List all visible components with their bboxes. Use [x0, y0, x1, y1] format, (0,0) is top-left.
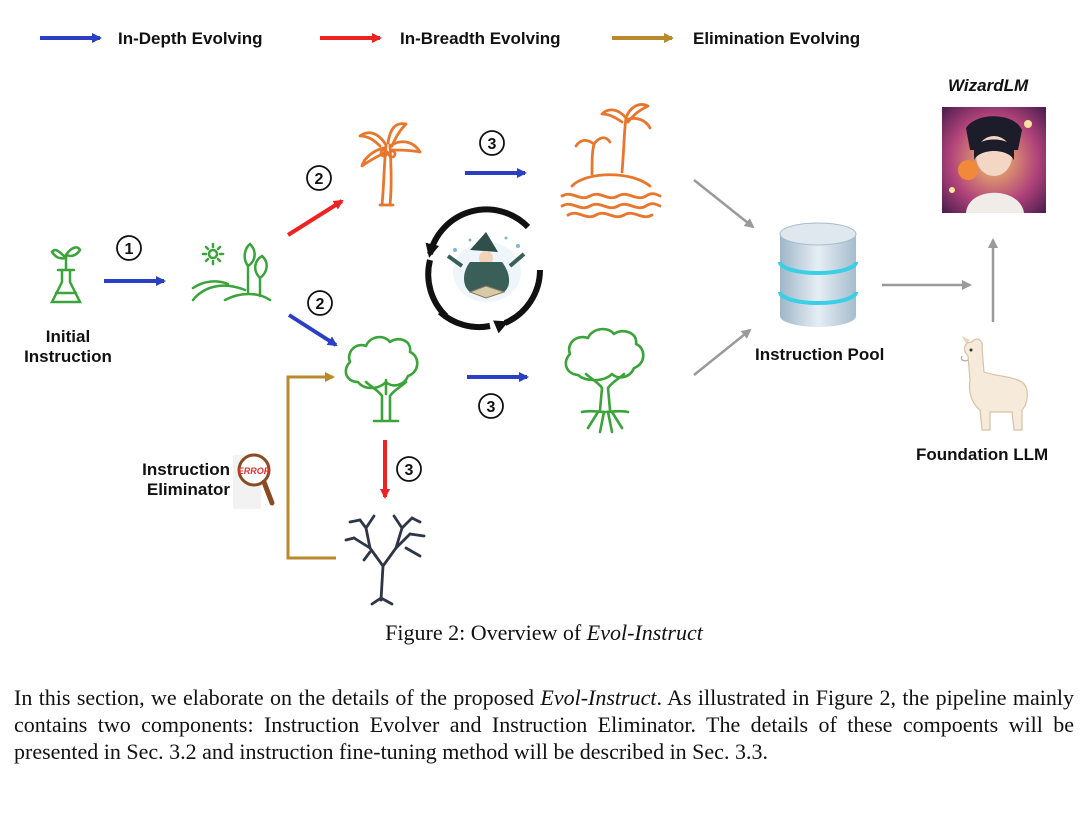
rooted-tree-icon: [564, 327, 645, 434]
island-icon: [560, 103, 662, 219]
body-paragraph: In this section, we elaborate on the det…: [14, 684, 1074, 765]
instruction-eliminator-label: Instruction Eliminator: [120, 460, 230, 500]
alpaca-icon: [960, 336, 1028, 431]
foundation-llm-label: Foundation LLM: [916, 445, 1049, 464]
tree-icon: [344, 335, 419, 423]
wizard-illustration: [446, 232, 526, 302]
svg-text:3: 3: [487, 399, 496, 416]
step3-lower-badge: 3: [478, 393, 504, 419]
palm-tree-icon: [358, 122, 422, 207]
figure-caption: Figure 2: Overview of Evol-Instruct: [0, 620, 1088, 646]
initial-instruction-line1: Initial: [45, 327, 91, 346]
step3-upper-badge: 3: [479, 130, 505, 156]
error-magnifier-icon: ERROR: [233, 453, 275, 509]
wizardlm-label: WizardLM: [948, 76, 1029, 95]
instruction-pool-label: Instruction Pool: [755, 345, 885, 364]
paragraph-emphasis: Evol-Instruct: [540, 685, 657, 710]
instruction-eliminator-line1: Instruction: [142, 460, 230, 479]
evolution-cycle-icon: [425, 206, 543, 334]
tree-to-pool-arrow: [693, 328, 752, 376]
elimination-bracket: [286, 372, 336, 560]
paragraph-part1: In this section, we elaborate on the det…: [14, 685, 541, 710]
initial-instruction-line2: Instruction: [24, 347, 112, 366]
step3-down-badge: 3: [396, 456, 422, 482]
caption-prefix: Figure 2: Overview of: [385, 620, 587, 645]
instruction-eliminator-line2: Eliminator: [146, 480, 230, 499]
paragraph-part2: . As illustrated in Figure 2, the pipeli…: [14, 685, 1074, 764]
svg-text:2: 2: [316, 296, 325, 313]
dead-tree-icon: [344, 514, 426, 606]
legend-elimination-label: Elimination Evolving: [693, 29, 861, 48]
svg-text:3: 3: [488, 136, 497, 153]
database-icon: [778, 222, 858, 327]
wizardlm-avatar: [942, 107, 1046, 213]
svg-text:3: 3: [405, 462, 414, 479]
step2-upper-arrow: [286, 199, 344, 237]
step1-badge: 1: [116, 235, 142, 261]
figure-canvas: 1 2 2 3: [40, 33, 1046, 606]
initial-instruction-label: Initial Instruction: [10, 327, 126, 367]
sprout-flask-icon: [49, 246, 83, 304]
caption-title: Evol-Instruct: [586, 620, 703, 645]
svg-text:1: 1: [125, 241, 134, 258]
legend-in-depth-label: In-Depth Evolving: [118, 29, 263, 48]
step2-upper-badge: 2: [306, 165, 332, 191]
svg-text:2: 2: [315, 171, 324, 188]
island-to-pool-arrow: [693, 179, 755, 229]
evol-instruct-figure: 1 2 2 3: [10, 29, 1049, 606]
svg-text:ERROR: ERROR: [238, 466, 271, 476]
legend-in-breadth-label: In-Breadth Evolving: [400, 29, 561, 48]
step2-lower-arrow: [287, 313, 338, 347]
step2-lower-badge: 2: [307, 290, 333, 316]
seedling-field-icon: [191, 242, 272, 302]
